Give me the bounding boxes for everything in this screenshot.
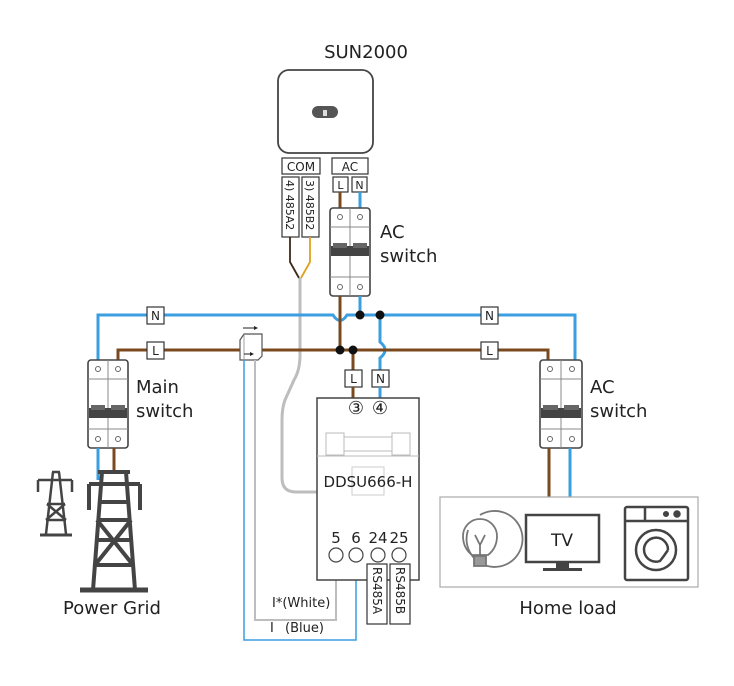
com-pin-485a2: 4) 485A2 bbox=[283, 180, 296, 230]
meter-terminal-4: ④ bbox=[372, 398, 388, 419]
bus-label-l-right: L bbox=[486, 344, 493, 358]
terminal-24 bbox=[370, 547, 386, 563]
ac-pin-n: N bbox=[355, 179, 363, 192]
wire-ct-white bbox=[254, 360, 337, 621]
inverter-ac-switch-label-1: AC bbox=[380, 222, 405, 243]
load-ac-switch-label-2: switch bbox=[590, 401, 647, 422]
ct-blue-label: I bbox=[270, 621, 274, 636]
main-switch bbox=[87, 359, 129, 449]
bus-label-n-left: N bbox=[151, 309, 160, 323]
ct-blue-suffix: (Blue) bbox=[285, 621, 324, 636]
meter-input-n: N bbox=[376, 372, 385, 386]
rs485b-label: RS485B bbox=[393, 567, 407, 614]
terminal-5 bbox=[328, 547, 344, 563]
wire-rs485-cable bbox=[280, 278, 372, 494]
junction-dot bbox=[348, 345, 358, 355]
washing-machine-icon bbox=[623, 505, 690, 582]
com-pin-485b2: 3) 485B2 bbox=[303, 180, 316, 230]
junction-dot bbox=[375, 310, 385, 320]
inverter-title: SUN2000 bbox=[324, 42, 408, 63]
terminal-number-25: 25 bbox=[389, 529, 408, 547]
load-ac-switch bbox=[539, 359, 583, 449]
ct-white-label: I*(White) bbox=[272, 596, 330, 611]
home-load-label: Home load bbox=[519, 598, 616, 619]
main-switch-label-1: Main bbox=[136, 377, 179, 398]
current-transformer-icon bbox=[239, 326, 263, 361]
terminal-6 bbox=[348, 547, 364, 563]
terminal-25 bbox=[391, 547, 407, 563]
com-port: COM 4) 485A2 3) 485B2 bbox=[281, 157, 321, 238]
small-power-tower-icon bbox=[36, 470, 74, 537]
rs485a-label: RS485A bbox=[370, 567, 384, 615]
main-switch-label-2: switch bbox=[136, 401, 193, 422]
inverter-ac-switch-label-2: switch bbox=[380, 246, 437, 267]
ac-port: AC L N bbox=[331, 157, 369, 193]
terminal-number-6: 6 bbox=[351, 529, 361, 547]
lightbulb-icon bbox=[462, 510, 524, 568]
junction-dot bbox=[335, 345, 345, 355]
wire-ct-blue bbox=[243, 360, 357, 641]
tv-icon: TV bbox=[524, 513, 601, 571]
bus-label-n-right: N bbox=[485, 309, 494, 323]
ac-pin-l: L bbox=[337, 179, 344, 192]
wire-485b2 bbox=[300, 237, 311, 279]
load-ac-switch-label-1: AC bbox=[590, 377, 615, 398]
home-load: TV bbox=[439, 496, 699, 588]
meter-model: DDSU666-H bbox=[324, 473, 413, 491]
inverter-ac-switch bbox=[329, 207, 371, 297]
wire-485a2 bbox=[289, 237, 300, 279]
meter-input-l: L bbox=[350, 372, 357, 386]
ac-label: AC bbox=[342, 160, 358, 174]
terminal-number-5: 5 bbox=[331, 529, 341, 547]
meter-terminal-3: ③ bbox=[348, 398, 364, 419]
inverter bbox=[277, 69, 374, 154]
power-tower-icon bbox=[80, 470, 148, 593]
power-grid-label: Power Grid bbox=[63, 598, 161, 619]
tv-label: TV bbox=[550, 531, 573, 551]
com-label: COM bbox=[287, 160, 315, 174]
junction-dot bbox=[355, 310, 365, 320]
bus-label-l-left: L bbox=[152, 344, 159, 358]
terminal-number-24: 24 bbox=[368, 529, 387, 547]
